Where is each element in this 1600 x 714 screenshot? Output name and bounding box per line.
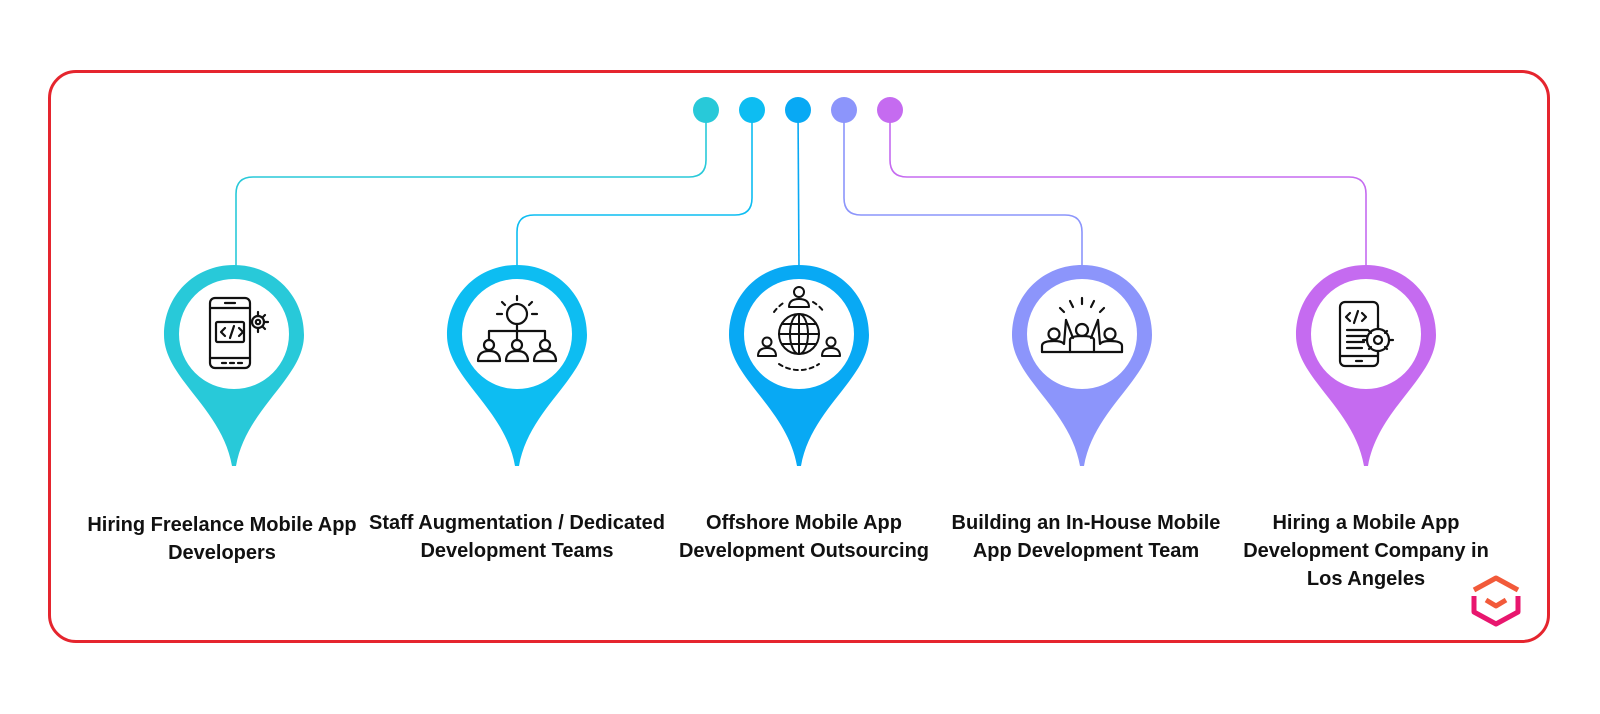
map-pin-4 <box>1012 265 1152 466</box>
map-pin-1 <box>164 265 304 466</box>
cube-logo-icon <box>1471 575 1521 627</box>
map-pin-3 <box>729 265 869 466</box>
mobile-code-gear-icon <box>208 296 270 370</box>
option-label-2: Staff Augmentation / Dedicated Developme… <box>369 512 665 562</box>
phone-document-gear-icon <box>1338 300 1395 368</box>
connector-line-2 <box>516 108 753 270</box>
connector-line-3 <box>797 107 800 271</box>
celebrating-team-icon <box>1040 296 1124 354</box>
connector-line-5 <box>889 108 1367 270</box>
global-team-icon <box>757 286 841 371</box>
step-dot-4 <box>831 97 857 123</box>
step-dot-2 <box>739 97 765 123</box>
red-border-frame <box>48 70 1550 643</box>
connector-line-4 <box>843 108 1083 270</box>
option-label-4: Building an In-House Mobile App Developm… <box>951 512 1221 562</box>
option-label-5: Hiring a Mobile App Development Company … <box>1243 512 1489 590</box>
step-dot-1 <box>693 97 719 123</box>
option-label-1: Hiring Freelance Mobile App Developers <box>87 514 357 564</box>
team-hierarchy-icon <box>476 294 558 363</box>
step-dot-5 <box>877 97 903 123</box>
connector-line-1 <box>235 108 707 270</box>
step-dot-3 <box>785 97 811 123</box>
option-label-3: Offshore Mobile App Development Outsourc… <box>678 512 930 562</box>
